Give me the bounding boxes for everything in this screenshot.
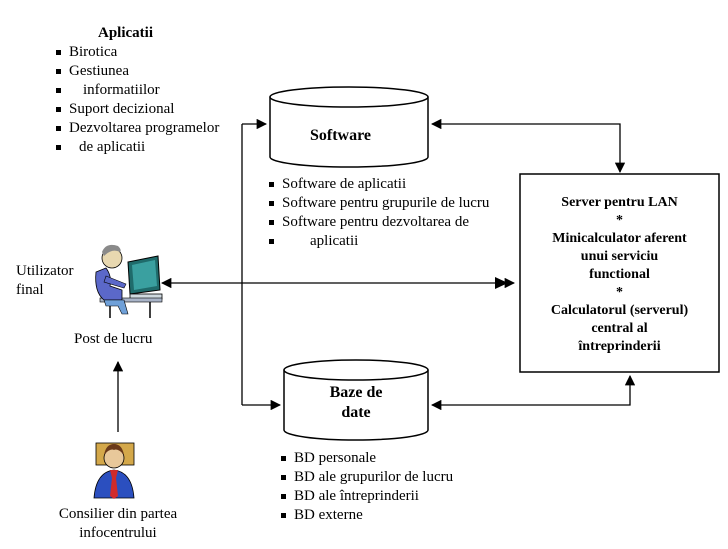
server-line: întreprinderii <box>578 339 661 354</box>
server-line: * <box>616 213 623 228</box>
workstation-caption: Post de lucru <box>74 331 153 347</box>
server-line: Calculatorul (serverul) <box>550 303 689 318</box>
list-item: de aplicatii <box>55 138 219 157</box>
db-label-line1: Baze de <box>329 384 383 401</box>
server-line: Server pentru LAN <box>561 195 678 210</box>
software-server-connector <box>430 118 626 174</box>
list-item: Software pentru grupurile de lucru <box>268 194 489 213</box>
apps-title: Aplicatii <box>98 25 153 41</box>
advisor-label-line1: Consilier din partea <box>58 506 178 522</box>
database-cylinder <box>283 359 429 441</box>
software-list: Software de aplicatii Software pentru gr… <box>268 175 489 251</box>
db-label: Baze de date <box>284 383 428 423</box>
server-line: Minicalculator aferent <box>552 231 687 246</box>
advisor-icon <box>93 442 135 499</box>
list-item: BD personale <box>280 449 453 468</box>
apps-list: Birotica Gestiunea informatiilor Suport … <box>55 43 219 157</box>
server-line: functional <box>589 267 650 282</box>
user-label: Utilizator final <box>16 262 73 300</box>
software-cylinder <box>269 86 429 168</box>
server-box <box>519 173 720 373</box>
list-item: Gestiunea <box>55 62 219 81</box>
list-item: BD ale grupurilor de lucru <box>280 468 453 487</box>
software-label: Software <box>310 127 372 144</box>
list-item: Suport decizional <box>55 100 219 119</box>
list-item: aplicatii <box>268 232 489 251</box>
user-label-line2: final <box>16 282 44 298</box>
list-item: Software de aplicatii <box>268 175 489 194</box>
advisor-label: Consilier din partea infocentrului <box>40 505 196 543</box>
list-item: Software pentru dezvoltarea de <box>268 213 489 232</box>
user-server-connector <box>160 277 516 289</box>
advisor-label-line2: infocentrului <box>79 525 157 541</box>
server-line: * <box>616 285 623 300</box>
list-item: Birotica <box>55 43 219 62</box>
server-line: central al <box>591 321 648 336</box>
workstation-user-icon <box>95 244 163 318</box>
list-item: Dezvoltarea programelor <box>55 119 219 138</box>
list-item: BD externe <box>280 506 453 525</box>
server-line: unui serviciu <box>580 249 659 264</box>
db-list: BD personale BD ale grupurilor de lucru … <box>280 449 453 525</box>
user-label-line1: Utilizator <box>16 263 74 279</box>
db-server-connector <box>430 374 636 411</box>
apps-connector <box>241 118 282 411</box>
list-item: informatiilor <box>55 81 219 100</box>
server-text: Server pentru LAN * Minicalculator afere… <box>520 194 719 356</box>
db-label-line2: date <box>341 404 371 421</box>
list-item: BD ale întreprinderii <box>280 487 453 506</box>
